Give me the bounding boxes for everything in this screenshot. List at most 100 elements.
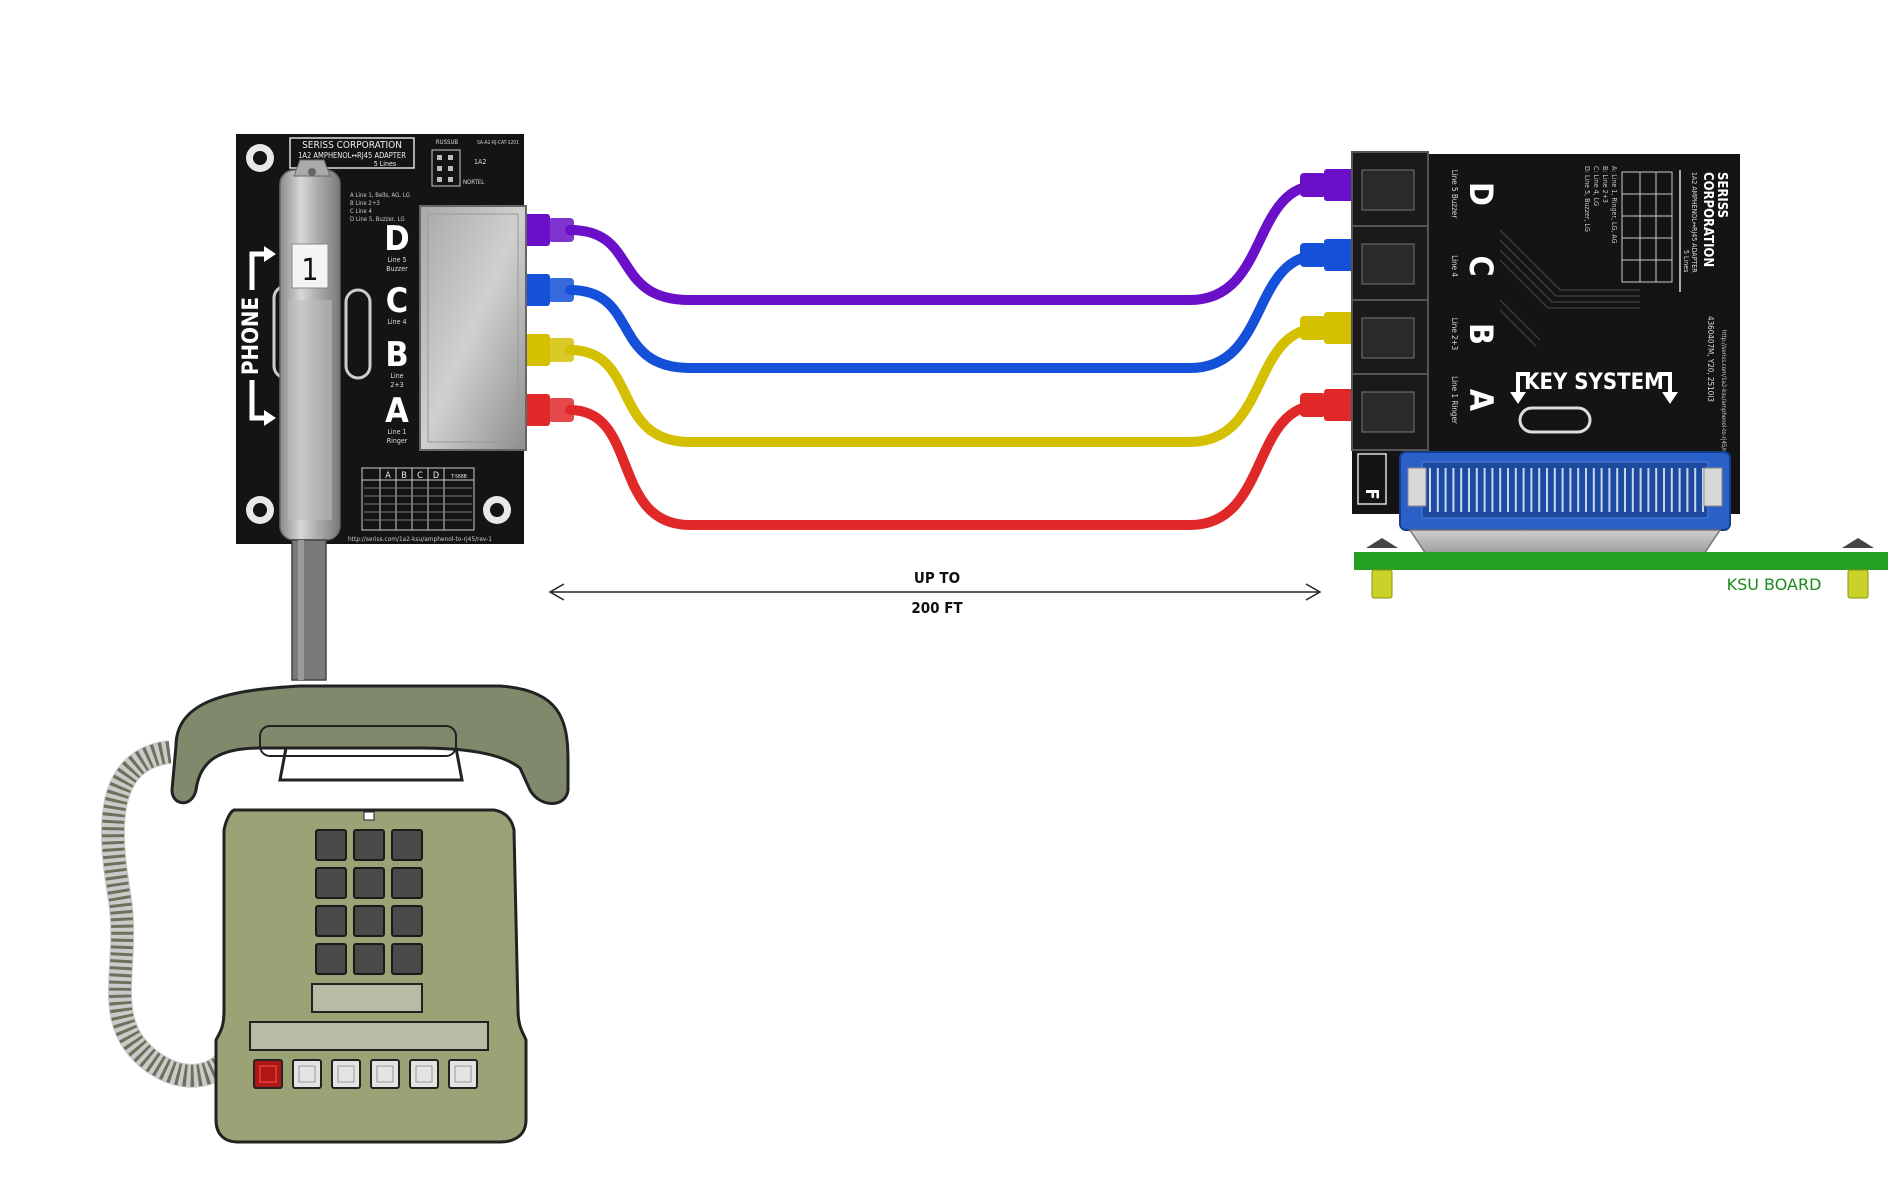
right-plug-yellow — [1300, 312, 1354, 344]
left-russ-label: RUSSUB — [436, 139, 459, 146]
blue-cable — [565, 250, 1325, 373]
left-nortel-label: NORTEL — [463, 179, 484, 186]
phone-line-label-strip — [249, 1021, 489, 1051]
right-plug-red — [1300, 389, 1354, 421]
line-button — [370, 1059, 400, 1089]
phone-cord — [291, 539, 327, 681]
standoff-left — [1366, 538, 1398, 599]
yellow-cable — [565, 323, 1325, 447]
right-legend-a: A: Line 1, Ringer, LG, AG — [1610, 166, 1618, 244]
red-cable — [565, 400, 1325, 530]
left-table-header-d: D — [433, 471, 439, 481]
keypad-key — [391, 943, 423, 975]
keypad-key — [391, 867, 423, 899]
line-buttons — [253, 1059, 478, 1089]
rev-letter: F — [1361, 488, 1382, 499]
standoff-right — [1842, 538, 1874, 599]
right-port-desc-a: Line 1 Ringer — [1450, 376, 1459, 424]
hold-button — [253, 1059, 283, 1089]
left-port-letter-c: C — [386, 281, 408, 321]
left-plug-blue — [524, 274, 574, 306]
left-port-letter-a: A — [385, 391, 409, 431]
keypad-key — [353, 943, 385, 975]
coiled-cord — [101, 741, 236, 1087]
right-legend-d: D: Line 5, Buzzer, LG — [1583, 166, 1591, 232]
connector-number-label — [291, 243, 329, 289]
ksu-amphenol-connector — [1399, 451, 1731, 561]
left-plug-red — [524, 394, 574, 426]
left-company: SERISS CORPORATION — [302, 140, 402, 151]
keypad-key — [315, 867, 347, 899]
left-port-letter-d: D — [384, 219, 409, 259]
right-url: http://seriss.com/1a2-ksu/amphenol-to-rj… — [1720, 330, 1727, 463]
keypad-key — [315, 905, 347, 937]
right-rj45-plugs — [1300, 169, 1354, 421]
right-port-desc-c: Line 4 — [1450, 255, 1459, 277]
keypad-key — [353, 829, 385, 861]
keypad-key — [315, 829, 347, 861]
left-legend-d: D Line 5, Buzzer, LG — [350, 216, 405, 223]
left-1a2-label: 1A2 — [474, 158, 486, 166]
right-plug-purple — [1300, 169, 1354, 201]
left-port-desc-c1: Line 4 — [387, 318, 406, 326]
key-system-left-arrow-icon — [1516, 372, 1530, 398]
distance-arrow-right-head — [1305, 583, 1322, 601]
right-port-desc-d: Line 5 Buzzer — [1450, 170, 1459, 219]
left-table-header-c: C — [417, 471, 423, 481]
amphenol-connector: 1 — [279, 159, 341, 541]
right-serial: 4360407M, Y20, 2510I3 — [1706, 316, 1715, 402]
distance-label-line1: UP TO — [914, 569, 960, 587]
right-port-letter-b: B — [1462, 323, 1500, 345]
ksu-board: KSU BOARD — [1354, 538, 1888, 599]
right-port-letter-a: A — [1462, 389, 1500, 412]
rev-box — [1357, 453, 1387, 505]
connector-number: 1 — [301, 253, 318, 288]
left-port-desc-a2: Ringer — [387, 437, 408, 445]
line-button — [331, 1059, 361, 1089]
left-port-desc-b2: 2+3 — [390, 381, 403, 389]
keypad-key — [391, 829, 423, 861]
left-plug-purple — [524, 214, 574, 246]
left-port-desc-b1: Line — [390, 372, 403, 380]
left-url: http://seriss.com/1a2-ksu/amphenol-to-rj… — [348, 535, 492, 543]
left-rj45-jack-block — [419, 205, 527, 451]
left-rj45-plugs — [524, 214, 574, 426]
left-port-letter-b: B — [385, 335, 408, 375]
left-table-header-t568b: T-568B — [450, 474, 467, 480]
right-port-letter-c: C — [1462, 255, 1500, 276]
cables — [565, 180, 1325, 530]
right-legend-b: B: Line 2+3 — [1601, 166, 1609, 203]
right-legend-c: C: Line 4, LG — [1592, 166, 1600, 206]
right-circuit-traces — [1499, 229, 1640, 347]
right-rj45-jacks — [1351, 151, 1429, 451]
left-adapter-board: SERISS CORPORATION 1A2 AMPHENOL↔RJ45 ADA… — [236, 134, 527, 544]
phone-body — [214, 808, 528, 1144]
ksu-board-edge — [1354, 552, 1888, 570]
left-plug-yellow — [524, 334, 574, 366]
left-phone-label: PHONE — [239, 297, 264, 375]
purple-cable — [565, 180, 1325, 305]
keypad-key — [353, 905, 385, 937]
right-subtitle: 1A2 AMPHENOL↔RJ45 ADAPTER — [1690, 172, 1698, 273]
key-system-right-arrow-icon — [1658, 372, 1672, 398]
keypad-key — [315, 943, 347, 975]
key-system-label: KEY SYSTEM — [1524, 370, 1664, 395]
left-port-desc-d2: Buzzer — [386, 265, 408, 273]
left-port-desc-d1: Line 5 — [387, 256, 406, 264]
right-plug-blue — [1300, 239, 1354, 271]
right-company-l2: CORPORATION — [1700, 172, 1715, 267]
line-button — [409, 1059, 439, 1089]
telephone-icon — [100, 684, 570, 1144]
keypad-key — [353, 867, 385, 899]
line-button — [448, 1059, 478, 1089]
left-port-desc-a1: Line 1 — [387, 428, 406, 436]
left-pinout-table: A B C D T-568B — [361, 467, 475, 531]
right-adapter-board: D Line 5 Buzzer C Line 4 B Line 2+3 A Li… — [1351, 151, 1740, 561]
phone-display — [311, 983, 423, 1013]
left-lines-count: 5 Lines — [374, 160, 396, 168]
left-legend-b: B Line 2+3 — [350, 200, 380, 207]
left-part-code: SA-A2-RJ-CAT-1201 — [477, 140, 519, 146]
right-pinout-table — [1621, 171, 1673, 283]
distance-indicator: UP TO 200 FT — [548, 569, 1322, 617]
